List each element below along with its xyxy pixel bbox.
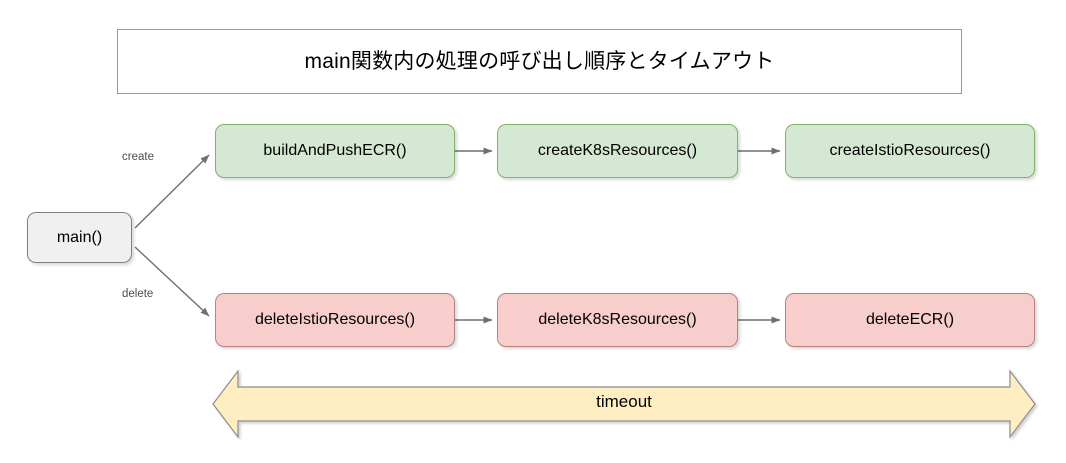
page-title: main関数内の処理の呼び出し順序とタイムアウト bbox=[304, 49, 775, 73]
node-label: deleteK8sResources() bbox=[538, 311, 697, 328]
node-create-k8s-resources[interactable]: createK8sResources() bbox=[497, 124, 738, 178]
node-create-istio-resources[interactable]: createIstioResources() bbox=[785, 124, 1035, 178]
node-label: buildAndPushECR() bbox=[263, 142, 407, 159]
edge-main-to-create bbox=[134, 154, 210, 229]
node-delete-istio-resources[interactable]: deleteIstioResources() bbox=[215, 293, 455, 347]
diagram-title-box: main関数内の処理の呼び出し順序とタイムアウト bbox=[117, 29, 962, 94]
timeout-double-arrow bbox=[212, 369, 1036, 439]
node-main-label: main() bbox=[56, 228, 103, 246]
node-label: createIstioResources() bbox=[829, 142, 991, 159]
edge-label-delete: delete bbox=[122, 288, 154, 300]
edge-label-create: create bbox=[122, 151, 154, 163]
node-label: deleteIstioResources() bbox=[254, 311, 416, 328]
node-build-and-push-ecr[interactable]: buildAndPushECR() bbox=[215, 124, 455, 178]
node-delete-k8s-resources[interactable]: deleteK8sResources() bbox=[497, 293, 738, 347]
node-delete-ecr[interactable]: deleteECR() bbox=[785, 293, 1035, 347]
node-main[interactable]: main() bbox=[27, 212, 132, 263]
node-label: deleteECR() bbox=[865, 311, 955, 328]
edge-main-to-delete bbox=[134, 246, 210, 317]
node-label: createK8sResources() bbox=[537, 142, 698, 159]
